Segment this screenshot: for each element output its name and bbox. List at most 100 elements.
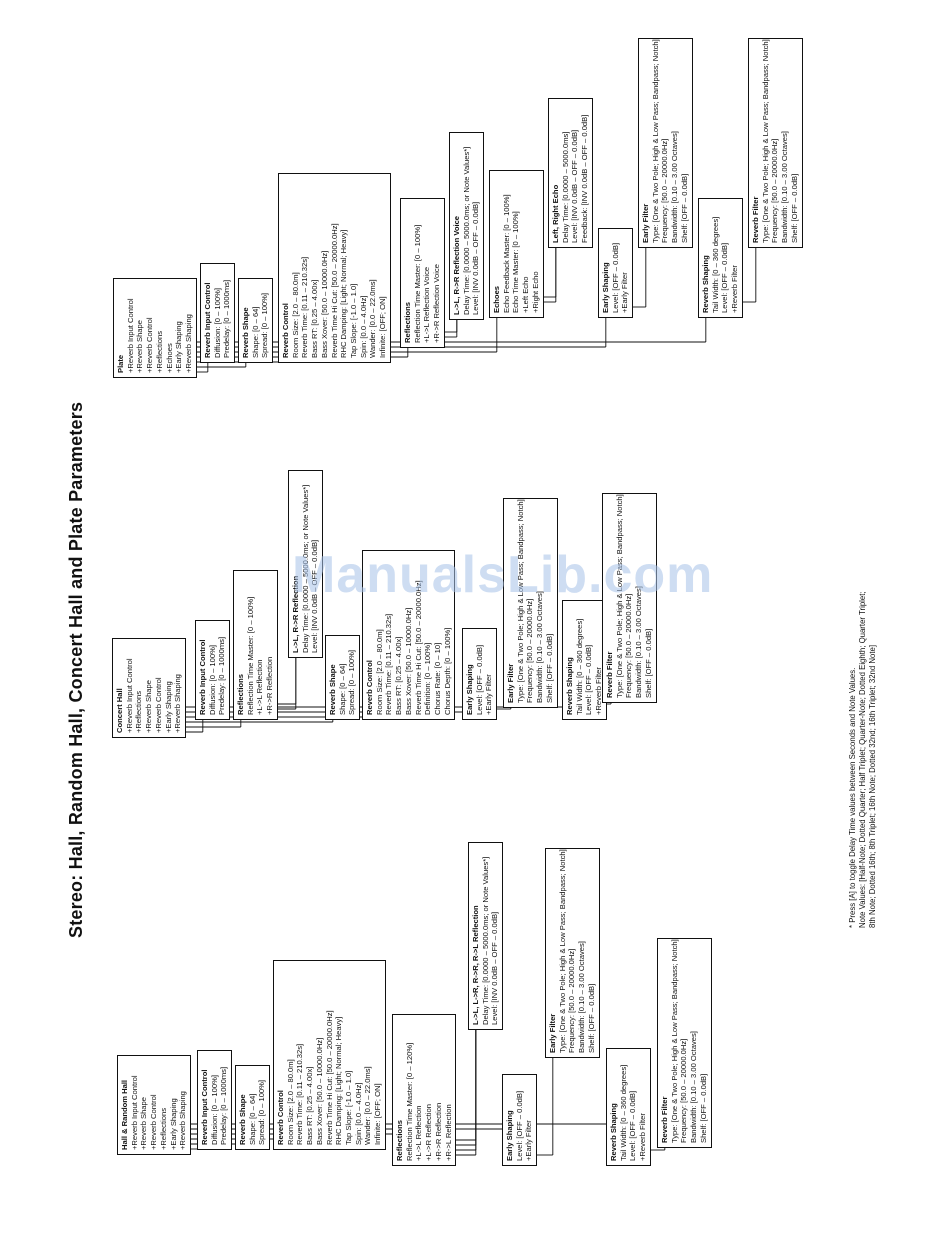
param-line: Wander: [0.0 – 22.0ms] [363, 1066, 373, 1145]
param-line: Echo Feedback Master: [0 – 100%] [501, 194, 511, 313]
param-line: +R->R Reflection Voice [432, 264, 442, 343]
param-line: Feedback: [INV 0.0dB – OFF – 0.0dB] [580, 114, 590, 243]
box-title: Early Filter [548, 1013, 557, 1053]
box-title: Reverb Shape [238, 1094, 247, 1145]
param-line: +Early Filter [620, 272, 630, 313]
param-line: +Reverb Filter [730, 265, 740, 313]
param-line: Wander: [0.0 – 22.0ms] [368, 279, 378, 358]
param-line: Infinite: [OFF; ON] [373, 1083, 383, 1145]
param-line: Shape: [0 – 64] [250, 306, 260, 358]
param-line: Frequency: [50.0 – 20000.0Hz] [624, 593, 634, 698]
box-title: Reverb Filter [751, 196, 760, 243]
param-line: Shelf: [OFF – 0.0dB] [789, 173, 799, 243]
param-line: Tap Slope: [-1.0 – 1.0] [343, 1070, 353, 1145]
param-line: +Left Echo [521, 276, 531, 313]
param-line: Level: [OFF – 0.0dB] [610, 242, 620, 313]
param-line: +Reverb Shape [144, 680, 154, 733]
param-line: Level: [OFF – 0.0dB] [628, 1090, 638, 1161]
param-line: +Reverb Input Control [125, 298, 135, 373]
param-line: +Early Shaping [174, 321, 184, 373]
param-line: Diffusion: [0 – 100%] [209, 1075, 219, 1145]
box-title: Reverb Shape [241, 307, 250, 358]
footnote: * Press [A] to toggle Delay Time values … [848, 591, 878, 928]
param-line: Type: [One & Two Pole; High & Low Pass; … [669, 939, 679, 1143]
param-line: +Reverb Shape [139, 1097, 149, 1150]
param-line: +Echoes [164, 343, 174, 373]
param-line: Reverb Time: [0.11 – 210.32s] [295, 1043, 305, 1145]
box-title: Reflections [395, 1120, 404, 1161]
param-line: Bandwidth: [0.10 – 3.00 Octaves] [535, 591, 545, 703]
box-title: Reverb Filter [660, 1096, 669, 1143]
param-line: +Reverb Input Control [129, 1075, 139, 1150]
param-line: +Reverb Shaping [173, 674, 183, 733]
param-line: Diffusion: [0 – 100%] [207, 645, 217, 715]
param-line: Bandwidth: [0.10 – 3.00 Octaves] [577, 941, 587, 1053]
box-title: L->L, R->R Reflection [291, 575, 300, 653]
param-line: Frequency: [50.0 – 20000.0Hz] [770, 138, 780, 243]
box-title: Early Shaping [601, 262, 610, 313]
param-line: Type: [One & Two Pole; High & Low Pass; … [760, 39, 770, 243]
box-title: Reverb Shape [328, 664, 337, 715]
param-line: Shape: [0 – 64] [247, 1093, 257, 1145]
box-title: Reverb Input Control [198, 639, 207, 715]
param-line: Level: [OFF – 0.0dB] [514, 1090, 524, 1161]
param-line: Bass RT: [0.25 – 4.00x] [394, 636, 404, 715]
param-line: Reverb Time Hi Cut: [50.0 – 20000.0Hz] [329, 223, 339, 358]
param-line: Spread: [0 – 100%] [257, 1079, 267, 1145]
box-title: L->L, R->R Reflection Voice [452, 215, 461, 315]
param-line: +Reverb Control [145, 317, 155, 373]
param-line: Tail Width: [0 – 360 degrees] [574, 618, 584, 715]
param-line: Tap Slope: [-1.0 – 1.0] [348, 283, 358, 358]
param-line: Level: [INV 0.0dB – OFF – 0.0dB] [490, 911, 500, 1025]
param-line: Bass Xover: [50.0 – 10000.0Hz] [314, 1037, 324, 1145]
box-title: Reverb Filter [605, 651, 614, 698]
param-line: +Reflections [134, 691, 144, 733]
param-line: Reverb Time Hi Cut: [50.0 – 20000.0Hz] [324, 1010, 334, 1145]
param-line: +Early Shaping [163, 681, 173, 733]
param-line: Reflection Time Master: [0 – 100%] [245, 596, 255, 715]
box-title: Reverb Input Control [200, 1069, 209, 1145]
param-line: Chorus Rate: [0 – 10] [432, 642, 442, 715]
concert-main-box: Concert Hall+Reverb Input Control+Reflec… [112, 638, 186, 738]
param-line: Bandwidth: [0.10 – 3.00 Octaves] [670, 131, 680, 243]
param-line: Frequency: [50.0 – 20000.0Hz] [660, 138, 670, 243]
param-line: Level: [OFF – 0.0dB] [720, 242, 730, 313]
box-title: Reverb Control [281, 303, 290, 358]
param-line: Spin: [0.0 – 4.0Hz] [353, 1082, 363, 1145]
param-line: +L->L Reflection [414, 1105, 424, 1161]
param-line: Reflection Time Master: [0 – 120%] [404, 1042, 414, 1161]
param-line: Level: [INV 0.0dB – OFF – 0.0dB] [310, 539, 320, 653]
param-line: Tail Width: [0 – 360 degrees] [618, 1064, 628, 1161]
param-line: Type: [One & Two Pole; High & Low Pass; … [650, 39, 660, 243]
param-line: Spread: [0 – 100%] [347, 649, 357, 715]
param-line: Definition: [0 – 100%] [423, 642, 433, 715]
footnote-line: Note Values: [Half-Note; Dotted Quarter;… [858, 591, 867, 928]
param-line: +Reverb Control [149, 1094, 159, 1150]
box-title: Early Filter [641, 203, 650, 243]
param-line: +Right Echo [530, 271, 540, 313]
param-line: Bandwidth: [0.10 – 3.00 Octaves] [780, 131, 790, 243]
plate-main-box: Plate+Reverb Input Control+Reverb Shape+… [113, 278, 197, 378]
box-title: Early Shaping [465, 664, 474, 715]
param-line: Room Size: [2.0 – 80.0m] [374, 629, 384, 715]
param-line: +Reverb Shape [135, 320, 145, 373]
param-line: Bass Xover: [50.0 – 10000.0Hz] [403, 607, 413, 715]
